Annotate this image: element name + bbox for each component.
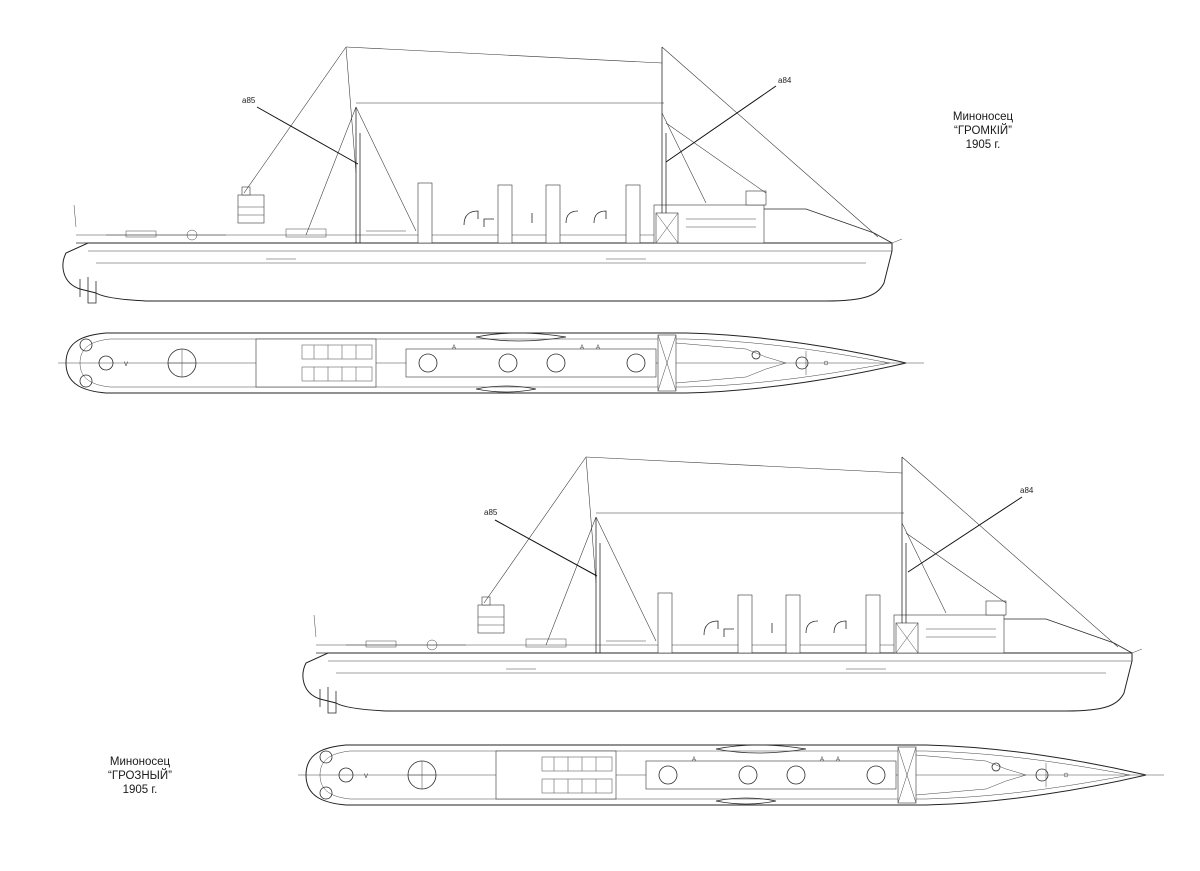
- grozny-plan-view: [297, 744, 1165, 806]
- grozny-title-line-1: Миноносец: [109, 756, 171, 768]
- grozny-callout-a85-leader: [494, 519, 598, 577]
- gromkiy-title-block: Миноносец “ГРОМКIЙ” 1905 г.: [928, 110, 1038, 152]
- grozny-callout-a84: a84: [1020, 486, 1034, 495]
- grozny-side-view: [302, 456, 1143, 714]
- gromkiy-plan-view: [57, 332, 925, 394]
- gromkiy-callout-a85-leader: [256, 106, 359, 165]
- gromkiy-title-line-3: 1905 г.: [965, 139, 1001, 151]
- gromkiy-callout-a84: a84: [778, 76, 792, 85]
- grozny-callout-a85: a85: [484, 508, 498, 517]
- gromkiy-side-view: [62, 46, 903, 304]
- grozny-title-block: Миноносец “ГРОЗНЫЙ” 1905 г.: [85, 755, 195, 797]
- grozny-title-line-3: 1905 г.: [122, 784, 158, 796]
- gromkiy-callout-a85: a85: [242, 96, 256, 105]
- grozny-callout-a84-leader: [907, 496, 1023, 573]
- gromkiy-title-line-2: “ГРОМКIЙ”: [954, 125, 1012, 137]
- grozny-title-line-2: “ГРОЗНЫЙ”: [108, 770, 172, 782]
- gromkiy-title-line-1: Миноносец: [952, 111, 1014, 123]
- gromkiy-callout-a84-leader: [665, 85, 777, 163]
